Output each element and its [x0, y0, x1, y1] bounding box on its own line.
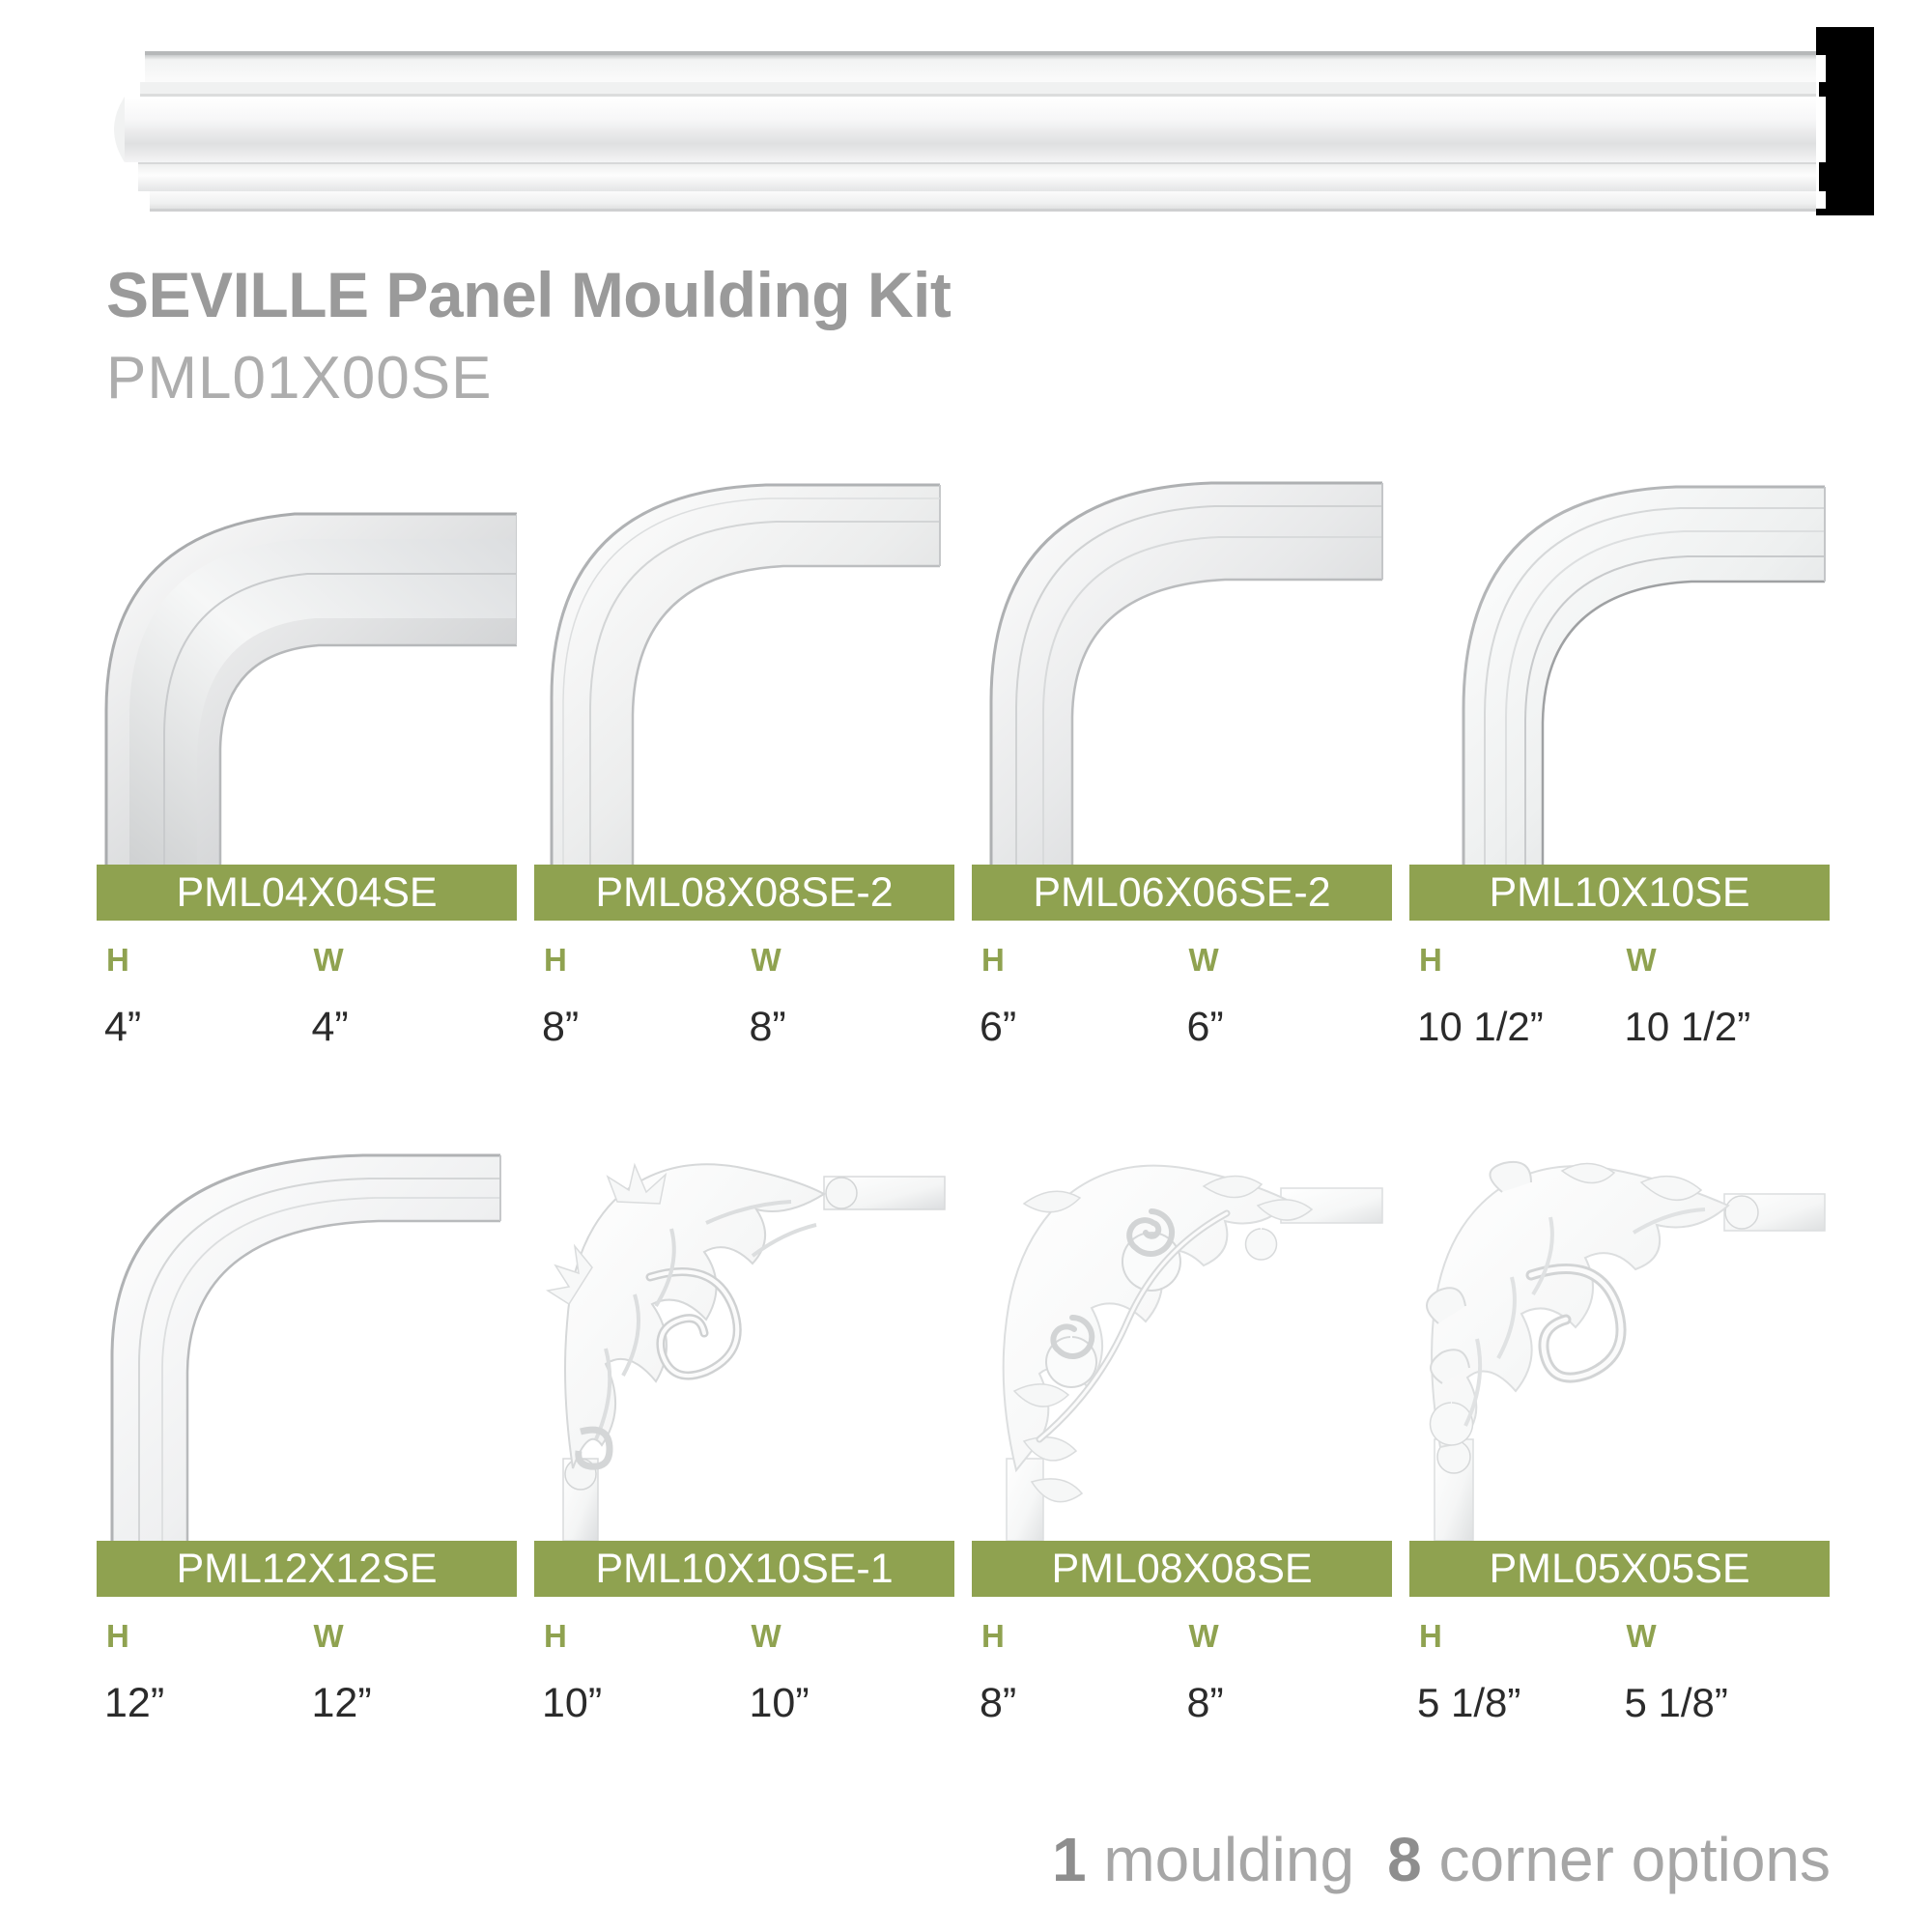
layered-curve-corner-image — [1409, 473, 1830, 865]
stepped-curve-corner-image — [972, 473, 1392, 865]
height-abbr: H — [106, 1618, 129, 1654]
hw-header: H W — [534, 1618, 954, 1655]
corner-card[interactable]: PML04X04SE H W 4” 4” — [97, 473, 517, 1051]
width-abbr: W — [751, 942, 781, 978]
dimension-values: 6” 6” — [972, 1004, 1392, 1051]
dimension-values: 5 1/8” 5 1/8” — [1409, 1680, 1830, 1726]
sku-badge: PML05X05SE — [1409, 1541, 1830, 1597]
sku-badge: PML04X04SE — [97, 865, 517, 921]
dimension-values: 12” 12” — [97, 1680, 517, 1727]
corner-card[interactable]: PML08X08SE-2 H W 8” 8” — [534, 473, 954, 1051]
dimension-values: 8” 8” — [534, 1004, 954, 1051]
moulding-strip-image — [92, 27, 1874, 215]
sku-badge: PML10X10SE — [1409, 865, 1830, 921]
page-title: SEVILLE Panel Moulding Kit — [106, 263, 1459, 327]
dimension-values: 10” 10” — [534, 1680, 954, 1727]
product-sku: PML01X00SE — [106, 345, 493, 412]
corner-count: 8 — [1387, 1825, 1422, 1894]
hw-header: H W — [97, 1618, 517, 1655]
floral-rose-corner-image — [972, 1150, 1392, 1541]
hw-header: H W — [97, 942, 517, 979]
title-brand: SEVILLE — [106, 259, 369, 330]
moulding-word: moulding — [1103, 1825, 1355, 1894]
width-abbr: W — [1626, 1618, 1657, 1654]
title-rest: Panel Moulding Kit — [368, 259, 952, 330]
corner-word: corner options — [1438, 1825, 1831, 1894]
hw-header: H W — [1409, 942, 1830, 979]
width-abbr: W — [1188, 942, 1219, 978]
height-value: 12” — [104, 1680, 165, 1726]
height-abbr: H — [1419, 1618, 1442, 1654]
smooth-curve-corner-image — [97, 473, 517, 865]
width-value: 8” — [1186, 1680, 1224, 1726]
hw-header: H W — [534, 942, 954, 979]
height-value: 5 1/8” — [1417, 1680, 1521, 1725]
width-abbr: W — [1626, 942, 1657, 978]
height-value: 4” — [104, 1004, 142, 1050]
moulding-count: 1 — [1051, 1825, 1087, 1894]
hw-header: H W — [972, 942, 1392, 979]
width-abbr: W — [313, 942, 344, 978]
height-value: 10” — [542, 1680, 603, 1726]
wide-sweep-corner-image — [97, 1150, 517, 1541]
moulding-profile-svg — [114, 27, 1874, 215]
corner-card[interactable]: PML10X10SE-1 H W 10” 10” — [534, 1150, 954, 1727]
sku-badge: PML12X12SE — [97, 1541, 517, 1597]
height-abbr: H — [981, 1618, 1005, 1654]
corner-card[interactable]: PML08X08SE H W 8” 8” — [972, 1150, 1392, 1727]
acanthus-scroll-corner-image — [534, 1150, 954, 1541]
width-abbr: W — [313, 1618, 344, 1654]
width-value: 5 1/8” — [1624, 1680, 1728, 1725]
hw-header: H W — [1409, 1618, 1830, 1655]
corner-grid-row-1: PML04X04SE H W 4” 4” — [97, 473, 1845, 1051]
sku-badge: PML08X08SE — [972, 1541, 1392, 1597]
corner-card[interactable]: PML06X06SE-2 H W 6” 6” — [972, 473, 1392, 1051]
dimension-values: 8” 8” — [972, 1680, 1392, 1727]
width-abbr: W — [751, 1618, 781, 1654]
sku-badge: PML06X06SE-2 — [972, 865, 1392, 921]
width-value: 12” — [311, 1680, 372, 1726]
height-abbr: H — [1419, 942, 1442, 978]
height-value: 10 1/2” — [1417, 1004, 1544, 1049]
footer-summary: 1 moulding 8 corner options — [1052, 1824, 1831, 1895]
slim-curve-corner-image — [534, 473, 954, 865]
height-abbr: H — [981, 942, 1005, 978]
hw-header: H W — [972, 1618, 1392, 1655]
width-value: 6” — [1186, 1004, 1224, 1050]
corner-card[interactable]: PML10X10SE H W 10 1/2” 10 1/2” — [1409, 473, 1830, 1051]
corner-grid-row-2: PML12X12SE H W 12” 12” — [97, 1150, 1845, 1727]
width-value: 8” — [749, 1004, 786, 1050]
leaf-scroll-corner-image — [1409, 1150, 1830, 1541]
corner-card[interactable]: PML12X12SE H W 12” 12” — [97, 1150, 517, 1727]
height-value: 8” — [980, 1680, 1017, 1726]
height-abbr: H — [544, 942, 567, 978]
dimension-values: 4” 4” — [97, 1004, 517, 1051]
dimension-values: 10 1/2” 10 1/2” — [1409, 1004, 1830, 1050]
width-value: 10” — [749, 1680, 810, 1726]
width-abbr: W — [1188, 1618, 1219, 1654]
corner-card[interactable]: PML05X05SE H W 5 1/8” 5 1/8” — [1409, 1150, 1830, 1727]
width-value: 10 1/2” — [1624, 1004, 1751, 1049]
height-abbr: H — [544, 1618, 567, 1654]
heading-block: SEVILLE Panel Moulding Kit PML01X00SE — [106, 263, 1459, 412]
height-value: 8” — [542, 1004, 580, 1050]
height-value: 6” — [980, 1004, 1017, 1050]
height-abbr: H — [106, 942, 129, 978]
width-value: 4” — [311, 1004, 349, 1050]
sku-badge: PML08X08SE-2 — [534, 865, 954, 921]
sku-badge: PML10X10SE-1 — [534, 1541, 954, 1597]
